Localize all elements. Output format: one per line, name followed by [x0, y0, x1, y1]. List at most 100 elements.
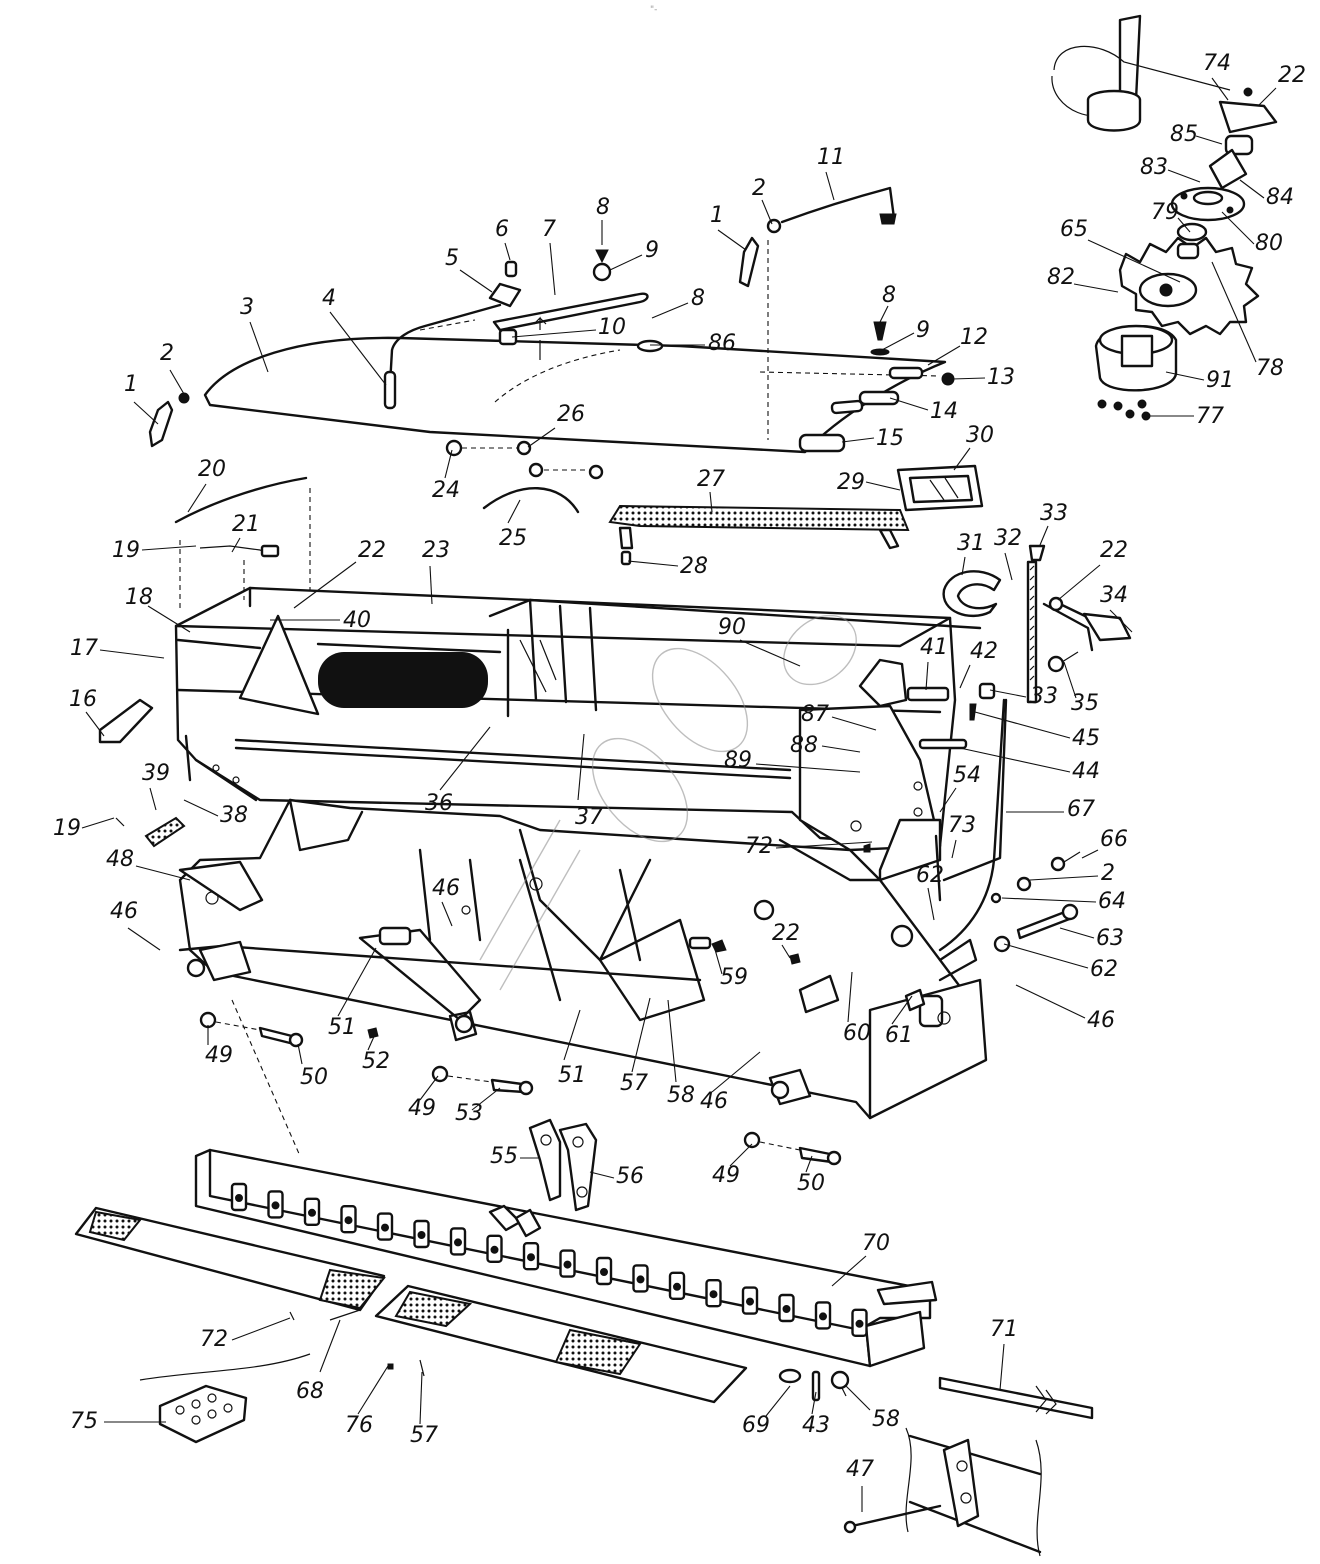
beam-tab-hole: [235, 1194, 243, 1202]
callout-label: 3: [240, 295, 254, 320]
callout-label: 34: [1100, 583, 1128, 608]
callout-label: 44: [1072, 759, 1100, 784]
callout-label: 70: [862, 1231, 890, 1256]
callout-label: 55: [490, 1144, 518, 1169]
callout-label: 21: [232, 512, 260, 537]
leader-line: [717, 229, 747, 251]
callout-label: 80: [1255, 231, 1283, 256]
leader-line: [891, 995, 913, 1025]
leader-line: [925, 661, 929, 691]
leader-line: [831, 1255, 867, 1287]
callout-label: 28: [680, 554, 708, 579]
top-cover: [203, 303, 947, 454]
plate-68-right: [374, 1284, 748, 1404]
beam-tab-hole: [819, 1312, 827, 1321]
callout-label: 51: [328, 1015, 356, 1040]
leader-line: [577, 733, 585, 801]
callout-label: 59: [720, 965, 748, 990]
leader-line: [765, 1385, 791, 1417]
leader-line: [1003, 943, 1089, 969]
lamp-30: [896, 464, 984, 512]
leader-line: [549, 242, 556, 296]
leader-line: [1029, 875, 1099, 881]
callout-label: 1: [124, 372, 138, 397]
leader-line: [951, 377, 986, 380]
leader-line: [133, 401, 159, 425]
bracket-47: [843, 1427, 1042, 1557]
leader-line: [563, 1009, 581, 1061]
leader-lines: [81, 77, 1277, 1512]
leader-line: [99, 649, 165, 659]
callout-label: 14: [930, 399, 958, 424]
leader-line: [419, 1371, 423, 1425]
leader-line: [319, 1319, 341, 1373]
beam-tab-hole: [636, 1275, 645, 1284]
grille-27: [608, 504, 910, 566]
leader-line: [1087, 239, 1181, 283]
callout-label: 62: [1090, 957, 1118, 982]
leader-line: [951, 839, 957, 859]
leader-line: [1257, 87, 1277, 107]
callout-label: 58: [667, 1083, 695, 1108]
callout-label: 64: [1098, 889, 1126, 914]
leader-line: [939, 787, 957, 813]
leader-line: [805, 1155, 813, 1173]
callout-label: 62: [916, 863, 944, 888]
watermark: [479, 614, 857, 991]
callout-label: 51: [558, 1063, 586, 1088]
callout-label: 84: [1266, 185, 1294, 210]
leader-line: [231, 537, 241, 553]
callout-label: 15: [876, 426, 904, 451]
leader-line: [444, 449, 453, 479]
leader-line: [845, 1385, 871, 1411]
beam-tab-hole: [673, 1282, 681, 1291]
plate-75: [139, 1353, 311, 1444]
leader-line: [85, 711, 105, 737]
leader-line: [429, 565, 433, 605]
header-mark: "-: [650, 5, 657, 15]
leader-line: [974, 711, 1071, 739]
beam-tab-hole: [417, 1231, 426, 1239]
leader-line: [293, 561, 357, 609]
leader-line: [507, 499, 521, 524]
callout-label: 27: [697, 467, 725, 492]
callout-label: 33: [1030, 684, 1058, 709]
leader-line: [337, 947, 377, 1017]
leader-line: [441, 901, 453, 927]
fasteners: [199, 843, 1081, 1166]
plates-55-56: [528, 1118, 598, 1212]
callout-label: 22: [1278, 63, 1306, 88]
leader-line: [439, 726, 491, 791]
leader-line: [739, 639, 801, 667]
callout-label: 74: [1203, 51, 1231, 76]
callout-label: 19: [53, 816, 81, 841]
leader-line: [81, 817, 115, 829]
callout-label: 20: [198, 457, 226, 482]
leader-line: [187, 483, 207, 513]
leader-line: [504, 242, 511, 261]
callout-label: 30: [966, 423, 994, 448]
right-side-bracket: [942, 544, 1132, 704]
leader-line: [667, 999, 677, 1083]
callout-label: 88: [790, 733, 818, 758]
callout-label: 73: [948, 813, 976, 838]
leader-line: [711, 1051, 761, 1093]
callout-label: 41: [920, 635, 948, 660]
leader-line: [879, 332, 915, 352]
leader-line: [713, 945, 723, 975]
shaft-71: [938, 1376, 1094, 1420]
leader-line: [729, 1143, 753, 1167]
lower-frame: [178, 698, 1008, 1120]
callout-label: 86: [708, 331, 736, 356]
callout-label: 12: [960, 325, 988, 350]
leader-line: [511, 329, 597, 338]
leader-line: [1063, 661, 1077, 699]
callout-label: 58: [872, 1407, 900, 1432]
callout-label: 29: [837, 470, 865, 495]
callout-label: 40: [343, 608, 371, 633]
callout-label: 13: [987, 365, 1015, 390]
callout-label: 24: [432, 478, 460, 503]
leader-line: [1059, 927, 1095, 939]
